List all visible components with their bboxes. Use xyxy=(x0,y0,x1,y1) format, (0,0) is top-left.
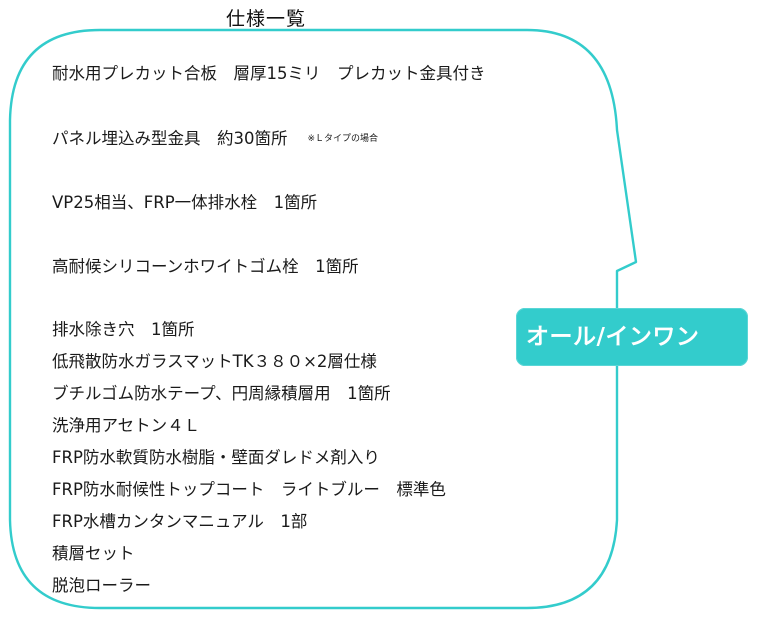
spec-item-text: パネル埋込み型金具 約30箇所 xyxy=(52,129,288,148)
spec-item: 排水除き穴 1箇所 xyxy=(52,316,195,340)
spec-item-text: VP25相当、FRP一体排水栓 1箇所 xyxy=(52,193,318,212)
spec-item-text: 洗浄用アセトン４Ｌ xyxy=(52,416,201,435)
spec-item-text: 排水除き穴 1箇所 xyxy=(52,320,195,339)
spec-item: 低飛散防水ガラスマットTK３８０×2層仕様 xyxy=(52,348,377,372)
spec-item-text: 脱泡ローラー xyxy=(52,576,151,595)
spec-item-text: 低飛散防水ガラスマットTK３８０×2層仕様 xyxy=(52,352,377,371)
page-title: 仕様一覧 xyxy=(226,8,307,30)
spec-item-text: 耐水用プレカット合板 層厚15ミリ プレカット金具付き xyxy=(52,64,486,83)
callout-border xyxy=(8,28,638,610)
all-in-one-badge: オール/インワン xyxy=(516,308,748,366)
spec-item: FRP防水耐候性トップコート ライトブルー 標準色 xyxy=(52,476,446,500)
spec-item: VP25相当、FRP一体排水栓 1箇所 xyxy=(52,189,317,213)
spec-item-text: FRP防水耐候性トップコート ライトブルー 標準色 xyxy=(52,480,446,499)
spec-item: FRP防水軟質防水樹脂・壁面ダレドメ剤入り xyxy=(52,444,380,468)
spec-item-text: ブチルゴム防水テープ、円周縁積層用 1箇所 xyxy=(52,384,391,403)
spec-item: 耐水用プレカット合板 層厚15ミリ プレカット金具付き xyxy=(52,60,486,84)
spec-item-text: 積層セット xyxy=(52,544,135,563)
spec-item-text: FRP水槽カンタンマニュアル 1部 xyxy=(52,512,308,531)
spec-item: パネル埋込み型金具 約30箇所 ※Ｌタイプの場合 xyxy=(52,125,378,149)
spec-item-text: FRP防水軟質防水樹脂・壁面ダレドメ剤入り xyxy=(52,448,380,467)
spec-item: 洗浄用アセトン４Ｌ xyxy=(52,412,200,436)
spec-item-text: 高耐候シリコーンホワイトゴム栓 1箇所 xyxy=(52,257,359,276)
spec-item: 高耐候シリコーンホワイトゴム栓 1箇所 xyxy=(52,253,359,277)
spec-item: FRP水槽カンタンマニュアル 1部 xyxy=(52,508,307,532)
spec-item: 脱泡ローラー xyxy=(52,572,151,596)
spec-item: ブチルゴム防水テープ、円周縁積層用 1箇所 xyxy=(52,380,391,404)
spec-item-note: ※Ｌタイプの場合 xyxy=(307,134,379,144)
spec-item: 積層セット xyxy=(52,540,135,564)
badge-label: オール/インワン xyxy=(526,324,700,350)
